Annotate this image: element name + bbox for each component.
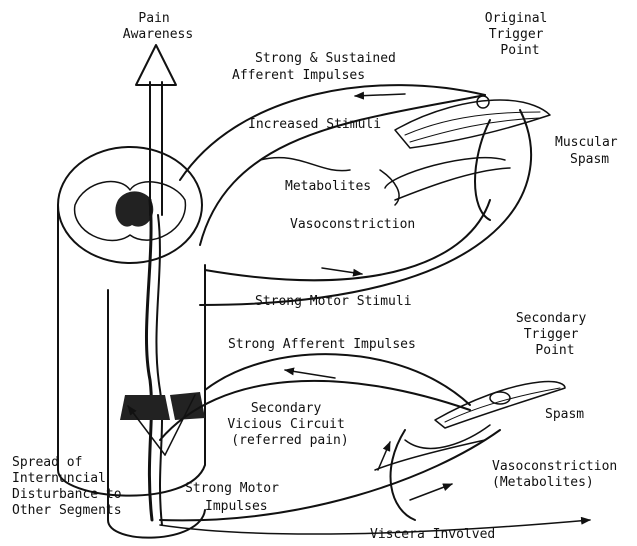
strong-motor-stimuli-label: Strong Motor Stimuli	[255, 294, 412, 309]
secondary-vicious-circuit-label: Secondary Vicious Circuit (referred pain…	[227, 401, 352, 448]
vasoconstriction-top-label: Vasoconstriction	[290, 217, 415, 232]
viscera-involved-label: Viscera Involved	[370, 527, 495, 542]
vasoconstriction-bottom-label: Vasoconstriction (Metabolites)	[492, 459, 625, 490]
pain-awareness-arrow	[136, 45, 176, 215]
metabolites-label: Metabolites	[285, 179, 371, 194]
spasm-label: Spasm	[545, 407, 584, 422]
strong-afferent-impulses-label: Strong Afferent Impulses	[228, 337, 416, 352]
muscular-spasm-label: Muscular Spasm	[555, 135, 625, 167]
secondary-trigger-point-label: Secondary Trigger Point	[516, 311, 594, 358]
strong-sustained-afferent-label: Strong & Sustained Afferent Impulses	[232, 51, 404, 83]
spread-disturbance-label: Spread of Internuncial Disturbance to Ot…	[12, 455, 129, 518]
labels: Pain Awareness Original Trigger Point St…	[12, 11, 625, 542]
increased-stimuli-label: Increased Stimuli	[248, 117, 381, 132]
original-trigger-point-label: Original Trigger Point	[485, 11, 555, 58]
pain-awareness-label: Pain Awareness	[123, 11, 193, 42]
strong-motor-impulses-label: Strong Motor Impulses	[185, 481, 287, 514]
original-muscle	[395, 96, 550, 148]
